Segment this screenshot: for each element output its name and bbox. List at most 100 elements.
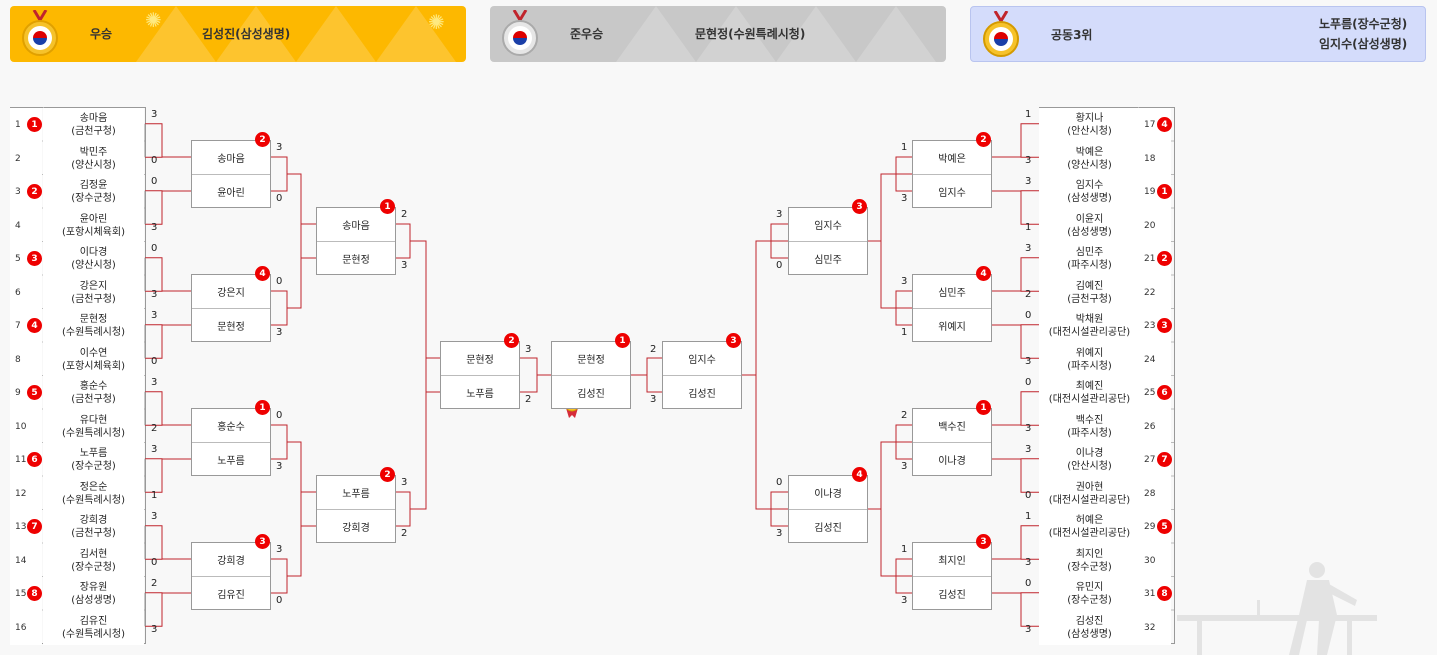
- rank-badge: 1: [615, 333, 630, 348]
- bracket-connector: [145, 391, 191, 426]
- player-entry: 이나경(안산시청): [1039, 443, 1140, 477]
- player-entry: 박채원(대전시설관리공단): [1039, 309, 1140, 343]
- player-entry: 김예진(금천구청): [1039, 275, 1140, 310]
- match-score: 0: [151, 175, 158, 187]
- player-team: (장수군청): [71, 561, 116, 573]
- player-slot: 윤아린: [192, 174, 270, 207]
- player-team: (대전시설관리공단): [1048, 394, 1131, 405]
- player-entry: 이윤지(삼성생명): [1039, 208, 1140, 243]
- match-score: 2: [650, 344, 657, 355]
- player-slot: 심민주: [938, 288, 966, 299]
- player-name: 김정윤: [79, 180, 108, 191]
- match-score: 0: [1025, 577, 1032, 589]
- match-score: 3: [1025, 356, 1032, 368]
- player-entry: 최지인(장수군청): [1039, 543, 1140, 578]
- rank-badge: 2: [255, 132, 270, 147]
- player-name: 유민지: [1075, 582, 1104, 593]
- match-score: 3: [1025, 175, 1032, 187]
- match-score: 2: [151, 577, 158, 589]
- player-name: 박채원: [1075, 314, 1104, 325]
- player-entry: 박민주(양산시청): [43, 141, 144, 176]
- player-slot: 강희경: [217, 556, 245, 567]
- player-slot: 문현정: [317, 241, 395, 274]
- bracket-connector: [145, 525, 191, 560]
- rank-badge: 8: [27, 586, 42, 601]
- match-score: 1: [151, 490, 158, 502]
- player-entry: 강희경(금천구청): [43, 510, 144, 544]
- rank-badge: 3: [852, 199, 867, 214]
- bracket-connector: [287, 441, 302, 577]
- player-entry: 윤아린(포항시체육회): [43, 208, 144, 243]
- bracket-connector: [770, 223, 788, 259]
- seed-number: 8: [10, 342, 42, 377]
- seed-number: 24: [1139, 342, 1171, 377]
- match-score: 1: [1025, 108, 1032, 120]
- match-score: 3: [151, 624, 158, 636]
- player-name: 허예은: [1075, 515, 1104, 526]
- table-tennis-player-silhouette: [1177, 562, 1377, 655]
- match-score: 0: [151, 557, 158, 569]
- player-name: 최예진: [1075, 381, 1104, 392]
- match-score: 0: [776, 260, 783, 271]
- match-score: 3: [776, 209, 783, 220]
- match-score: 3: [276, 327, 283, 338]
- bronze-medal-flag-icon: [983, 11, 1019, 57]
- match-score: 2: [151, 423, 158, 435]
- bracket-connector: [755, 375, 788, 510]
- match-score: 3: [1025, 242, 1032, 254]
- match-score: 3: [276, 544, 283, 555]
- rank-badge: 3: [1157, 318, 1172, 333]
- player-team: (금천구청): [1067, 293, 1112, 305]
- rank-badge: 2: [976, 132, 991, 147]
- rank-badge: 1: [1157, 184, 1172, 199]
- bracket-connector: [1020, 593, 1039, 627]
- player-entry: 허예은(대전시설관리공단): [1039, 510, 1140, 544]
- bracket-connector: [410, 240, 427, 510]
- match-score: 3: [401, 260, 408, 271]
- player-name: 강희경: [79, 515, 108, 526]
- player-name: 장유원: [79, 582, 108, 593]
- bracket-connector: [145, 459, 163, 493]
- match-score: 0: [276, 595, 283, 606]
- match-score: 1: [901, 544, 908, 555]
- player-entry: 최예진 (대전시설관리공단): [1039, 376, 1140, 410]
- match-score: 0: [151, 155, 158, 167]
- player-team: (양산시청): [71, 260, 116, 271]
- player-entry: 심민주(파주시청): [1039, 242, 1140, 276]
- match-score: 3: [650, 394, 657, 405]
- rank-badge: 4: [255, 266, 270, 281]
- bracket-connector: [895, 558, 912, 594]
- player-name: 이나경: [1075, 448, 1104, 459]
- player-slot: 김성진: [913, 576, 991, 609]
- runner-up-label: 준우승: [570, 27, 604, 41]
- player-team: (수원특례시청): [61, 327, 125, 338]
- bracket-connector: [1020, 459, 1039, 493]
- player-name: 이수연: [79, 347, 108, 359]
- match-score: 1: [1025, 510, 1032, 522]
- player-name: 박예은: [1075, 146, 1104, 158]
- player-name: 박민주: [79, 146, 108, 158]
- player-slot: 박예은: [938, 154, 966, 165]
- player-entry: 노푸름(장수군청): [43, 443, 144, 477]
- rank-badge: 4: [1157, 117, 1172, 132]
- player-slot: 노푸름: [342, 489, 370, 500]
- player-slot: 강은지: [217, 288, 245, 299]
- bracket-connector: [271, 558, 288, 594]
- match-score: 2: [525, 394, 532, 405]
- player-team: (포항시체육회): [61, 226, 125, 238]
- player-name: 홍순수: [79, 381, 108, 392]
- third-place-label: 공동3위: [1051, 28, 1093, 42]
- bracket-connector: [770, 491, 788, 527]
- player-slot: 노푸름: [441, 375, 519, 408]
- triangle-pattern: [136, 6, 456, 62]
- match-score: 1: [1025, 222, 1032, 234]
- bracket-connector: [145, 257, 191, 292]
- seed-number: 18: [1139, 141, 1171, 176]
- player-slot: 심민주: [789, 241, 867, 274]
- player-entry: 위예지(파주시청): [1039, 342, 1140, 377]
- match-score: 3: [276, 142, 283, 153]
